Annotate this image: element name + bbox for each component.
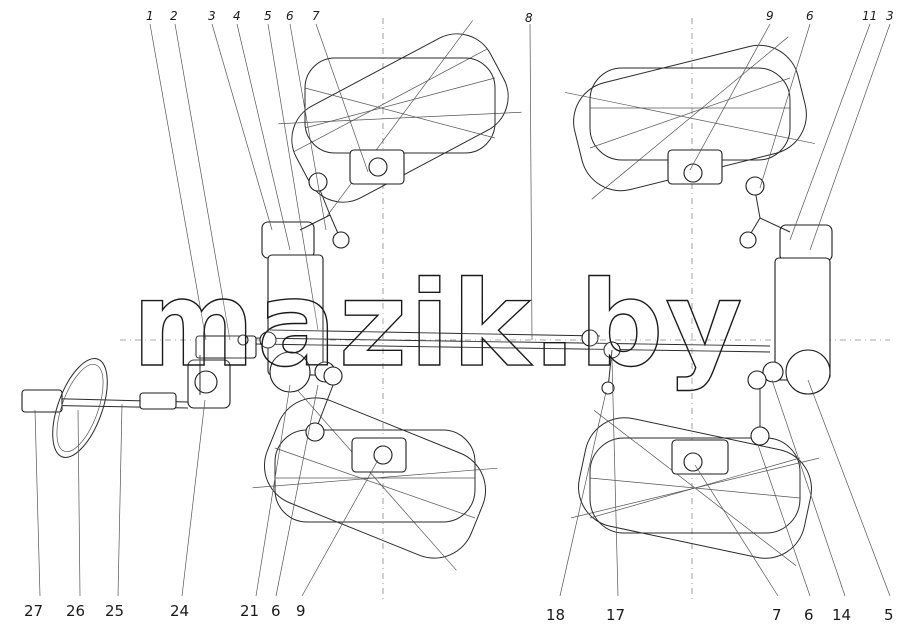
hub-assemblies [349, 149, 729, 475]
steering-column [21, 358, 189, 458]
callout-24: 24 [170, 602, 189, 620]
callouts-bottom: 27 26 25 24 21 6 9 18 17 7 6 14 5 [24, 602, 894, 624]
callout-26: 26 [66, 602, 85, 620]
callout-6-bottom-left: 6 [271, 602, 281, 620]
callout-14: 14 [832, 606, 851, 624]
callout-8: 8 [525, 11, 533, 25]
callout-leaders [34, 23, 891, 597]
watermark: mazik.by [132, 255, 744, 393]
callout-17: 17 [606, 606, 625, 624]
callout-4: 4 [233, 9, 241, 23]
callout-18: 18 [546, 606, 565, 624]
callout-9-bottom: 9 [296, 602, 306, 620]
callout-2: 2 [170, 9, 178, 23]
callout-6: 6 [286, 9, 294, 23]
callout-3-right: 3 [886, 9, 894, 23]
callout-9: 9 [766, 9, 774, 23]
callout-1: 1 [146, 9, 154, 23]
callout-7: 7 [312, 9, 320, 23]
callout-27: 27 [24, 602, 43, 620]
callout-3: 3 [208, 9, 216, 23]
axis-centerlines [120, 18, 890, 600]
callout-5-bottom: 5 [884, 606, 894, 624]
callouts-top: 1 2 3 4 5 6 7 8 9 6 11 3 [146, 9, 894, 25]
callout-5: 5 [264, 9, 272, 23]
right-steering-frame [739, 176, 833, 446]
wheel-rear-right-lower [570, 410, 820, 566]
callout-7-bottom: 7 [772, 606, 782, 624]
tie-rods [254, 329, 771, 395]
left-steering-frame [261, 172, 350, 442]
callout-25: 25 [105, 602, 124, 620]
callout-11: 11 [862, 9, 877, 23]
callout-6-right: 6 [806, 9, 814, 23]
callout-21: 21 [240, 602, 259, 620]
callout-6-bottom-right: 6 [804, 606, 814, 624]
wheel-rear-left-lower [252, 385, 498, 571]
steering-gearbox [187, 334, 257, 409]
